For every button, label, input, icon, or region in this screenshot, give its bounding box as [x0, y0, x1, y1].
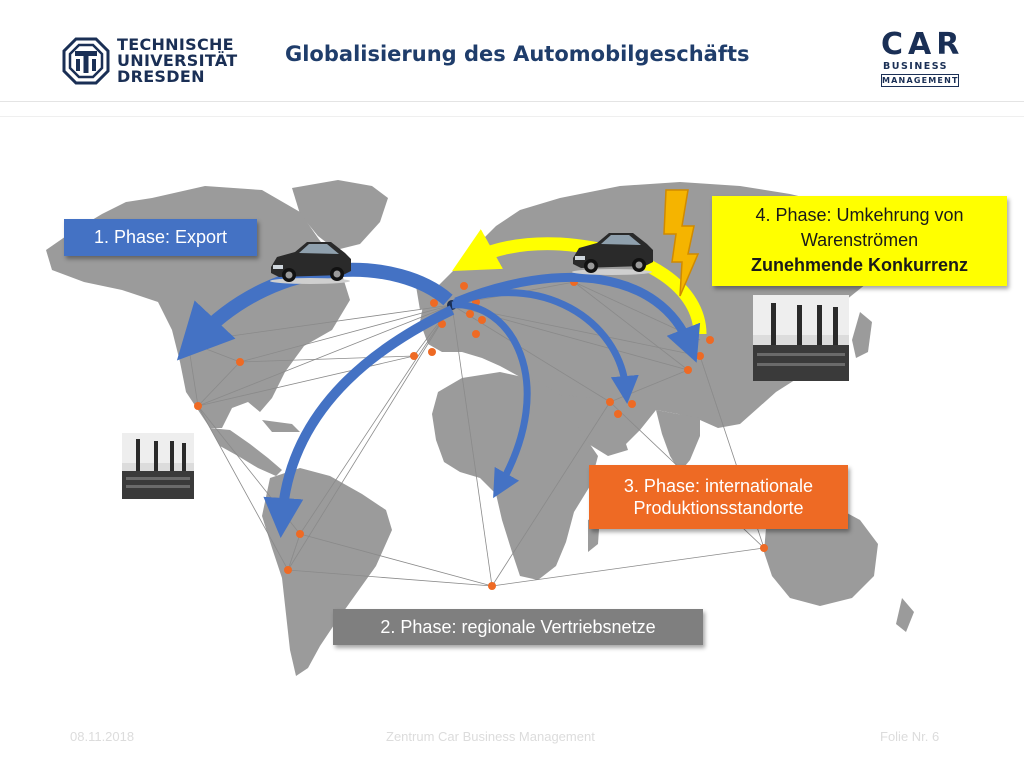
phase2-label: 2. Phase: regionale Vertriebsnetze	[380, 617, 656, 637]
phase4-box: 4. Phase: Umkehrung von Warenströmen Zun…	[712, 196, 1007, 286]
cbm-logo-car: CAR	[881, 27, 965, 62]
phase4-line2: Warenströmen	[800, 230, 919, 250]
arrow-asia	[454, 272, 701, 363]
factory-icon	[122, 433, 194, 499]
arabia	[556, 394, 628, 456]
tud-emblem-icon	[62, 37, 110, 85]
india	[656, 410, 700, 472]
phase1-label: 1. Phase: Export	[93, 227, 228, 247]
footer-center: Zentrum Car Business Management	[386, 729, 595, 744]
greenland	[292, 180, 388, 250]
tud-logo-line3: DRESDEN	[117, 67, 205, 86]
phase2-box: 2. Phase: regionale Vertriebsnetze	[333, 609, 703, 645]
header-divider-2	[0, 116, 1024, 117]
footer-date: 08.11.2018	[70, 729, 135, 744]
phase4-line1: 4. Phase: Umkehrung von	[755, 205, 964, 225]
lightning-icon	[663, 189, 700, 297]
new-zealand	[896, 598, 914, 632]
cbm-logo-business: BUSINESS	[883, 61, 949, 72]
tud-logo-line1: TECHNISCHE	[117, 35, 234, 54]
japan	[852, 312, 872, 358]
arrow-africa	[451, 301, 531, 499]
footer-slide-number: Folie Nr. 6	[880, 729, 940, 744]
car-icon	[572, 233, 653, 275]
cbm-logo-management: MANAGEMENT	[881, 74, 959, 87]
phase3-box: 3. Phase: internationale Produktionsstan…	[589, 465, 848, 529]
phase4-line3: Zunehmende Konkurrenz	[750, 255, 969, 275]
caribbean	[262, 420, 300, 432]
arrow-south-america	[263, 305, 455, 538]
phase3-line1: 3. Phase: internationale	[623, 476, 814, 496]
central-america	[210, 428, 282, 476]
phase1-box: 1. Phase: Export	[64, 219, 257, 256]
tud-logo-line2: UNIVERSITÄT	[117, 51, 238, 70]
car-icon	[270, 242, 351, 284]
page-title: Globalisierung des Automobilgeschäfts	[285, 42, 750, 66]
phase3-line2: Produktionsstandorte	[633, 498, 804, 518]
australia	[764, 506, 878, 606]
factory-icon	[753, 295, 849, 381]
header-divider	[0, 101, 1024, 102]
